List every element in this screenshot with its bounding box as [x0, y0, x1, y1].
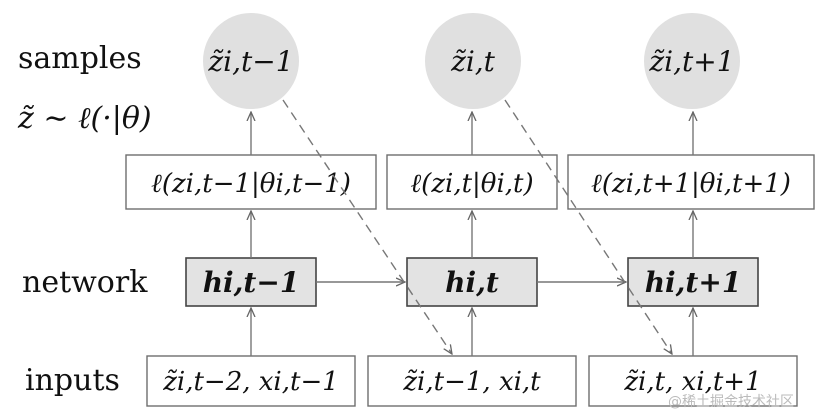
sample-node-t [425, 13, 521, 109]
watermark-text: @稀土掘金技术社区 [668, 394, 794, 410]
input-label-t-plus-1: z̃i,t, xi,t+1 [623, 367, 761, 397]
hidden-label-t: hi,t [445, 266, 499, 299]
likelihood-label-t: ℓ(zi,t|θi,t) [410, 169, 533, 199]
row-label-sample-dist: z̃ ∼ ℓ(·|θ) [17, 101, 152, 136]
likelihood-box-t [386, 154, 558, 210]
dashed-arrow-sample-feedback-1 [282, 99, 452, 354]
likelihood-box-t-minus-1 [125, 154, 377, 210]
likelihood-box-t-plus-1 [567, 154, 815, 210]
sample-node-t-plus-1 [644, 13, 740, 109]
likelihood-label-t-minus-1: ℓ(zi,t−1|θi,t−1) [151, 169, 351, 199]
input-label-t-minus-1: z̃i,t−2, xi,t−1 [162, 367, 339, 397]
sample-node-t-minus-1 [203, 13, 299, 109]
likelihood-label-t-plus-1: ℓ(zi,t+1|θi,t+1) [591, 169, 791, 199]
hidden-label-t-minus-1: hi,t−1 [203, 266, 300, 299]
input-box-t-plus-1 [588, 355, 798, 407]
input-label-t: z̃i,t−1, xi,t [402, 367, 541, 397]
row-label-network: network [22, 265, 148, 300]
row-label-samples: samples [18, 41, 142, 76]
sample-label-t: z̃i,t [450, 45, 496, 78]
sample-label-t-minus-1: z̃i,t−1 [207, 45, 293, 78]
hidden-label-t-plus-1: hi,t+1 [645, 266, 742, 299]
row-label-inputs: inputs [25, 363, 120, 398]
sample-label-t-plus-1: z̃i,t+1 [648, 45, 734, 78]
input-box-t [367, 355, 577, 407]
dashed-arrow-sample-feedback-2 [504, 99, 672, 354]
input-box-t-minus-1 [146, 355, 356, 407]
